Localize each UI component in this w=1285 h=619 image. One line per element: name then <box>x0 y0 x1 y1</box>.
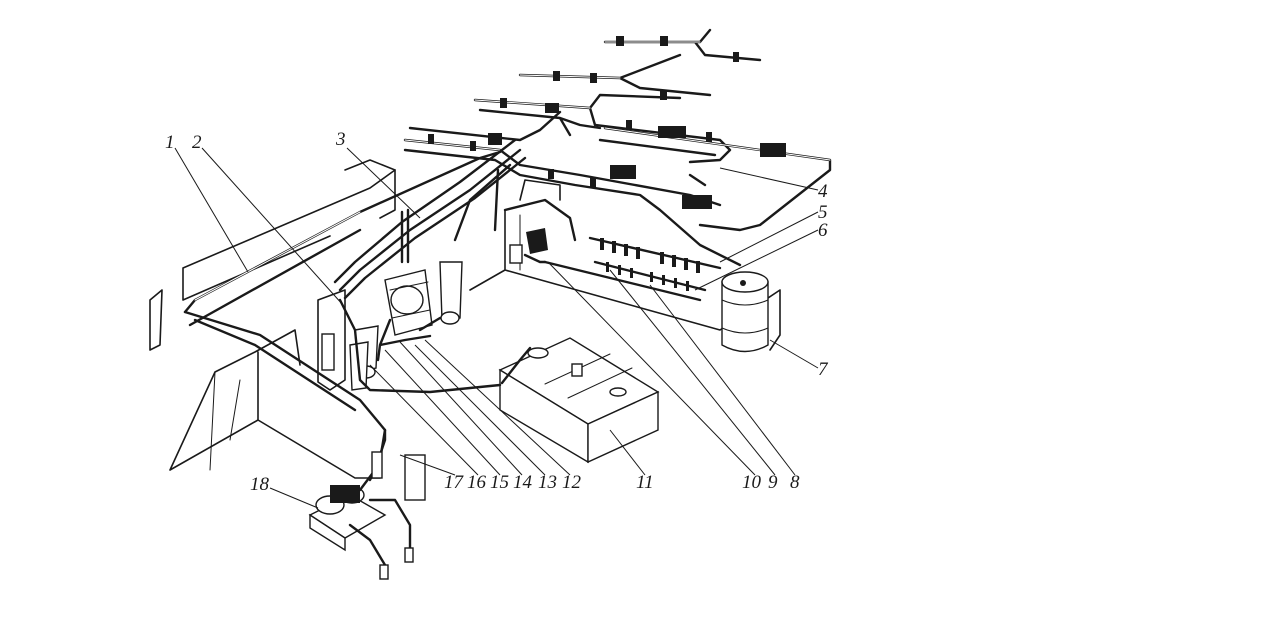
callout-14: 14 <box>513 472 533 493</box>
callout-12: 12 <box>562 472 582 493</box>
callout-11: 11 <box>636 472 654 493</box>
leader-lines <box>174 147 819 509</box>
callout-3: 3 <box>335 129 346 150</box>
callout-16: 16 <box>467 472 487 493</box>
callout-8: 8 <box>790 472 800 493</box>
callout-13: 13 <box>538 472 557 493</box>
tank-11 <box>498 337 660 464</box>
callout-7: 7 <box>818 359 829 380</box>
pipe-fittings <box>428 36 786 209</box>
callout-2: 2 <box>192 132 202 153</box>
callout-18: 18 <box>250 474 270 495</box>
manifold-rows <box>543 236 722 302</box>
pump-set-18 <box>308 428 426 580</box>
callout-9: 9 <box>768 472 778 493</box>
callout-15: 15 <box>490 472 509 493</box>
callout-5: 5 <box>818 202 828 223</box>
callout-labels: 1 2 3 4 5 6 7 8 9 10 11 12 13 14 15 16 1… <box>165 129 829 495</box>
callout-10: 10 <box>742 472 762 493</box>
vertical-tank-7 <box>721 271 769 353</box>
callout-17: 17 <box>444 472 465 493</box>
wall-outlines <box>149 159 781 479</box>
callout-1: 1 <box>165 132 175 153</box>
pump-bay <box>321 198 577 394</box>
callout-6: 6 <box>818 220 828 241</box>
callout-4: 4 <box>818 181 828 202</box>
